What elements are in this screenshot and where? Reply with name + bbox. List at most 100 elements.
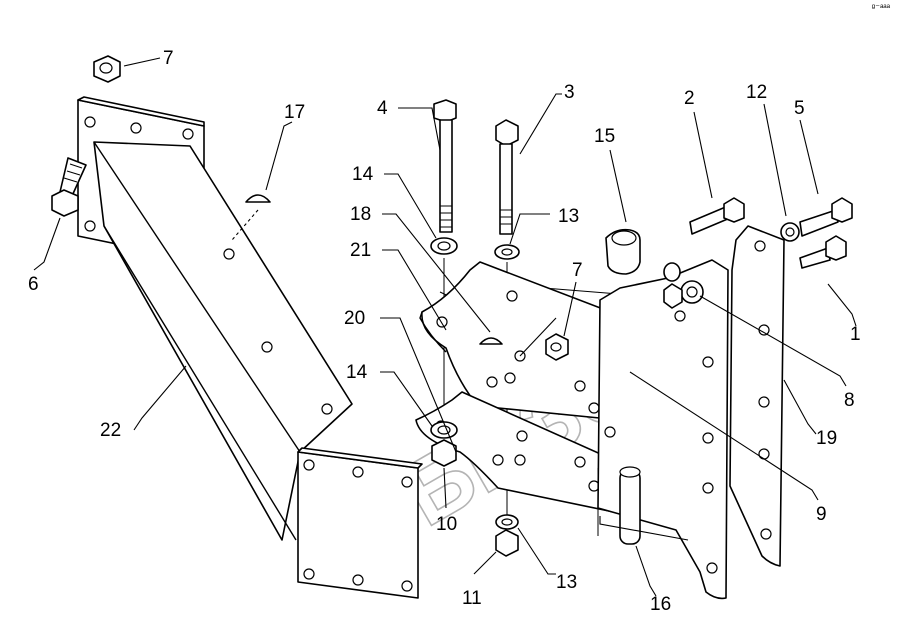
plate-hole — [401, 580, 413, 592]
leader-line — [827, 283, 857, 327]
washer-bore — [501, 518, 513, 526]
callout-2: 2 — [684, 88, 695, 109]
plate-hole — [574, 380, 586, 392]
washer — [663, 262, 681, 282]
callout-7-plate: 7 — [572, 260, 583, 281]
plate-hole — [303, 568, 315, 580]
leader-line — [380, 317, 457, 453]
pin-top — [619, 466, 641, 478]
callout-22: 22 — [100, 420, 121, 441]
tube-hole — [261, 341, 273, 353]
pin-body — [619, 469, 641, 545]
plate-hole — [84, 220, 96, 232]
leader-line — [799, 119, 819, 195]
leader-line — [519, 317, 557, 357]
leader-line — [123, 57, 161, 67]
bolt-2 — [689, 197, 745, 235]
vertical-rear-plate — [729, 225, 785, 567]
bolt-head — [831, 197, 853, 223]
washer-bore — [437, 425, 451, 435]
nut-7-plate — [545, 333, 569, 361]
vertical-front-plate — [597, 259, 729, 600]
plate-hole — [674, 310, 686, 322]
plate-hole — [303, 459, 315, 471]
leader-line — [783, 379, 817, 435]
callout-18: 18 — [350, 204, 371, 225]
callout-7: 7 — [163, 48, 174, 69]
callout-20: 20 — [344, 308, 365, 329]
plate-hole — [130, 122, 142, 134]
nut-10 — [431, 439, 457, 467]
leader-line — [398, 107, 441, 151]
washer-bore — [785, 227, 795, 237]
nut-bore — [550, 342, 562, 352]
callout-5: 5 — [794, 98, 805, 119]
plug-17 — [231, 194, 271, 241]
plate-hole — [352, 466, 364, 478]
spacer-bore — [611, 230, 637, 246]
thread-line — [69, 163, 83, 169]
plate-hole — [514, 454, 526, 466]
bolt-4 — [433, 99, 457, 233]
tube-hole — [321, 403, 333, 415]
leader-line — [473, 551, 497, 575]
bolt-head — [825, 235, 847, 261]
callout-16: 16 — [650, 594, 671, 615]
callout-1: 1 — [850, 324, 861, 345]
callout-19: 19 — [816, 428, 837, 449]
beam-bottom-plate-edge — [297, 447, 423, 469]
leader-line — [693, 111, 713, 199]
bolt-shank — [499, 143, 513, 235]
leader-line — [519, 93, 562, 155]
leader-line — [382, 249, 447, 331]
bolt-1 — [799, 235, 847, 269]
plate-hole — [486, 376, 498, 388]
plate-hole — [758, 396, 770, 408]
plate-hole — [702, 482, 714, 494]
washer-bore — [501, 248, 513, 256]
plate-19 — [729, 225, 785, 567]
callout-4: 4 — [377, 98, 388, 119]
bolt-head — [495, 119, 519, 147]
plate-edge — [419, 311, 447, 353]
callout-13: 13 — [558, 206, 579, 227]
callout-3: 3 — [564, 82, 575, 103]
leader-line — [629, 371, 819, 501]
bolt-shank — [799, 247, 831, 269]
thread-line — [63, 177, 78, 183]
callout-6: 6 — [28, 274, 39, 295]
callout-11: 11 — [462, 588, 482, 609]
plate-hole — [506, 290, 518, 302]
leader-line — [443, 467, 447, 509]
callout-14: 14 — [352, 164, 374, 185]
beam-tube-edge — [93, 141, 301, 453]
leader-line — [763, 103, 787, 217]
plug-cap — [245, 194, 271, 203]
bolt-5 — [799, 197, 853, 237]
callout-15: 15 — [594, 126, 615, 147]
bolt-shank — [799, 209, 839, 237]
plate-hole — [574, 456, 586, 468]
callout-12: 12 — [746, 82, 767, 103]
plate-hole — [702, 432, 714, 444]
tube-hole — [223, 248, 235, 260]
corner-mark: ᵍ⁻ᵃᵃᵃ — [871, 2, 890, 12]
leader-line — [33, 217, 61, 271]
callout-10: 10 — [436, 514, 457, 535]
plate-hole — [182, 128, 194, 140]
plate-hole — [604, 426, 616, 438]
plate-hole — [352, 574, 364, 586]
plate-hole — [84, 116, 96, 128]
bolt-6 — [51, 157, 87, 217]
plate-hole — [516, 430, 528, 442]
leader-line — [635, 545, 657, 597]
plate-hole — [401, 476, 413, 488]
plate-8 — [597, 259, 729, 600]
leader-line — [382, 213, 491, 333]
leader-line — [563, 281, 577, 337]
callouts: 7 17 4 3 2 12 5 15 14 18 13 21 7 6 1 20 … — [28, 48, 861, 615]
nut-11 — [495, 529, 519, 557]
callout-14-lower: 14 — [346, 362, 368, 383]
leader-line — [133, 365, 187, 431]
